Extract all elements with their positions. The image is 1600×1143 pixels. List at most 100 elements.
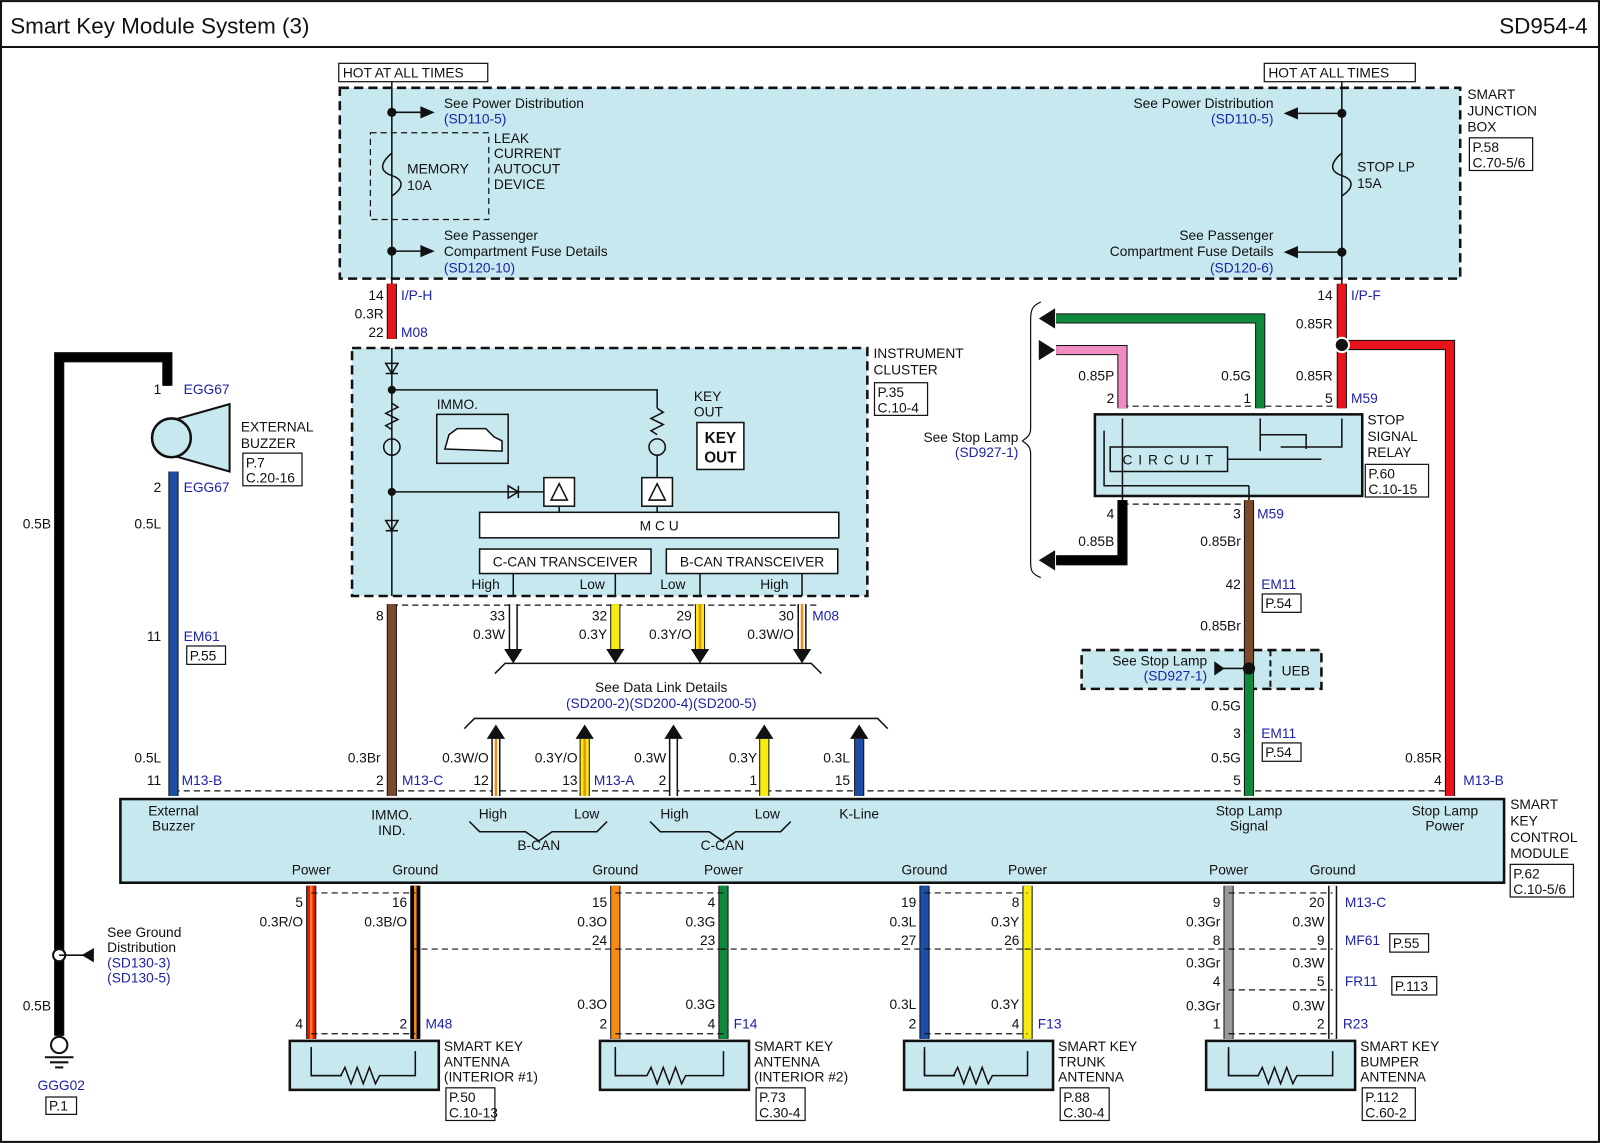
svg-text:M59: M59 <box>1257 506 1284 521</box>
svg-text:EM11: EM11 <box>1261 726 1296 741</box>
svg-text:14: 14 <box>1317 288 1333 303</box>
stop-signal-relay: C I R C U I T STOP SIGNAL RELAY P.60 C.1… <box>1093 413 1430 501</box>
ground-icon <box>44 1035 74 1069</box>
arrow-up-icon <box>850 724 869 739</box>
label: P.50 <box>449 1090 476 1105</box>
svg-text:SIGNAL: SIGNAL <box>1367 429 1418 444</box>
label: 0.3G <box>685 915 715 930</box>
label: 4 <box>1213 974 1221 989</box>
svg-text:10A: 10A <box>407 178 432 193</box>
ref-link[interactable]: (SD130-3) <box>107 955 170 970</box>
see-passenger-fuse-left: See Passenger <box>444 228 539 243</box>
ref-link[interactable]: (SD110-5) <box>1211 112 1273 127</box>
label: Ground <box>392 863 438 878</box>
ref-link[interactable]: (SD110-5) <box>444 112 506 127</box>
led-icon <box>382 438 401 456</box>
label: 4 <box>1012 1017 1020 1032</box>
buzzer-icon <box>150 417 193 459</box>
ref-link[interactable]: (SD120-10) <box>444 261 515 276</box>
label: C.60-2 <box>1365 1105 1406 1120</box>
svg-text:I/P-F: I/P-F <box>1351 288 1381 303</box>
label: Ground <box>1310 863 1356 878</box>
ref-link[interactable]: (SD927-1) <box>1144 669 1208 684</box>
resistor-icon <box>923 1051 1029 1086</box>
label: 16 <box>392 895 408 910</box>
svg-text:IND.: IND. <box>378 823 406 838</box>
external-buzzer: EXTERNAL BUZZER P.7 C.20-16 <box>150 402 314 487</box>
label: 5 <box>1317 974 1325 989</box>
label: 24 <box>592 933 608 948</box>
svg-text:4: 4 <box>1107 506 1115 521</box>
svg-text:29: 29 <box>677 608 692 623</box>
svg-text:OUT: OUT <box>694 404 724 419</box>
svg-text:B-CAN TRANSCEIVER: B-CAN TRANSCEIVER <box>680 554 824 569</box>
label: 23 <box>700 933 716 948</box>
svg-text:P.62: P.62 <box>1513 867 1540 882</box>
svg-text:11: 11 <box>147 629 161 644</box>
label: 0.3Gr <box>1186 955 1221 970</box>
label: 0.3L <box>890 915 917 930</box>
label: TRUNK <box>1058 1054 1106 1069</box>
label: 27 <box>901 933 916 948</box>
svg-text:M08: M08 <box>812 608 839 623</box>
label: 0.3Gr <box>1186 998 1221 1013</box>
see-power-distribution-right: See Power Distribution <box>1133 96 1273 111</box>
svg-text:0.85Br: 0.85Br <box>1200 534 1241 549</box>
svg-text:K-Line: K-Line <box>839 806 879 821</box>
svg-text:Low: Low <box>580 577 605 592</box>
arrow-up-icon <box>755 724 774 739</box>
label: 8 <box>1012 895 1020 910</box>
svg-text:1: 1 <box>154 382 162 397</box>
label: BUMPER <box>1360 1054 1419 1069</box>
svg-text:P.35: P.35 <box>878 385 905 400</box>
svg-text:Compartment Fuse Details: Compartment Fuse Details <box>1110 244 1274 259</box>
svg-text:M13-B: M13-B <box>1463 773 1504 788</box>
label: SMART KEY <box>1360 1039 1439 1054</box>
svg-text:BOX: BOX <box>1467 120 1496 135</box>
wires <box>44 283 1456 1069</box>
arrow-right-icon <box>1038 339 1056 361</box>
label: 0.3R/O <box>259 915 303 930</box>
label: P.112 <box>1365 1090 1398 1105</box>
svg-text:Distribution: Distribution <box>107 940 176 955</box>
leak-current-device: LEAK <box>494 131 530 146</box>
svg-text:C-CAN TRANSCEIVER: C-CAN TRANSCEIVER <box>493 554 638 569</box>
svg-text:High: High <box>471 577 499 592</box>
ref-link[interactable]: (SD200-2)(SD200-4)(SD200-5) <box>566 696 757 711</box>
svg-text:0.5L: 0.5L <box>134 517 161 532</box>
svg-text:0.85R: 0.85R <box>1405 750 1442 765</box>
svg-text:JUNCTION: JUNCTION <box>1467 103 1537 118</box>
diode-icon <box>384 362 400 376</box>
svg-text:1: 1 <box>1243 391 1251 406</box>
svg-text:OUT: OUT <box>704 449 737 466</box>
label: 5 <box>295 895 303 910</box>
svg-text:0.5B: 0.5B <box>23 998 51 1013</box>
svg-text:EM11: EM11 <box>1261 577 1296 592</box>
see-passenger-fuse-right: See Passenger <box>1179 228 1274 243</box>
svg-text:M08: M08 <box>401 325 428 340</box>
b-can-transceiver <box>665 548 839 575</box>
label: 0.3W <box>1292 955 1324 970</box>
ref-link[interactable]: (SD120-6) <box>1210 261 1274 276</box>
svg-text:0.85B: 0.85B <box>1078 534 1114 549</box>
svg-text:0.85R: 0.85R <box>1296 317 1333 332</box>
ref-link[interactable]: (SD130-5) <box>107 971 170 986</box>
svg-text:Buzzer: Buzzer <box>152 819 195 834</box>
svg-text:M C U: M C U <box>640 519 679 534</box>
label: M48 <box>426 1017 453 1032</box>
svg-text:KEY: KEY <box>1510 814 1538 829</box>
arrow-up-icon <box>664 724 683 739</box>
wire-0.5G-relay <box>1056 313 1266 409</box>
jb-label: SMART <box>1467 87 1516 102</box>
label: 2 <box>399 1017 407 1032</box>
see-power-distribution-left: See Power Distribution <box>444 96 584 111</box>
svg-text:C.20-16: C.20-16 <box>246 471 295 486</box>
svg-text:C.10-15: C.10-15 <box>1368 482 1417 497</box>
svg-text:11: 11 <box>147 773 161 788</box>
svg-text:0.3Y: 0.3Y <box>579 627 607 642</box>
immo-label: IMMO. <box>437 397 478 412</box>
ref-link[interactable]: (SD927-1) <box>955 445 1019 460</box>
amplifier-icon <box>641 476 674 507</box>
